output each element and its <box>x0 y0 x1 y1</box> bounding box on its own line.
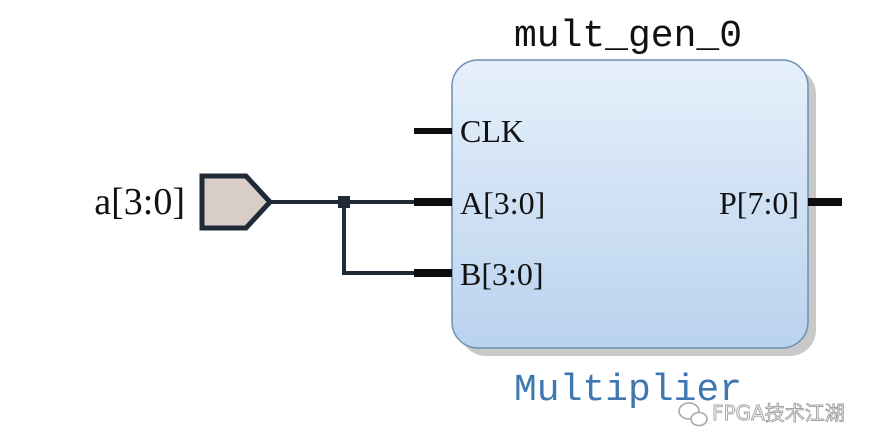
input-port-label: a[3:0] <box>94 181 185 223</box>
instance-name: mult_gen_0 <box>514 15 742 58</box>
port-label-p: P[7:0] <box>719 185 799 221</box>
port-label-b: B[3:0] <box>460 256 544 292</box>
net-a-to-B <box>342 202 414 275</box>
input-port-symbol[interactable] <box>199 173 274 231</box>
watermark-text: FPGA技术江湖 <box>712 401 845 425</box>
port-label-clk: CLK <box>460 113 524 149</box>
chat-bubble-icon <box>678 402 708 427</box>
block-type-label: Multiplier <box>514 369 742 412</box>
net-junction <box>338 196 350 208</box>
port-label-a: A[3:0] <box>460 185 545 221</box>
watermark: FPGA技术江湖 <box>678 401 845 427</box>
